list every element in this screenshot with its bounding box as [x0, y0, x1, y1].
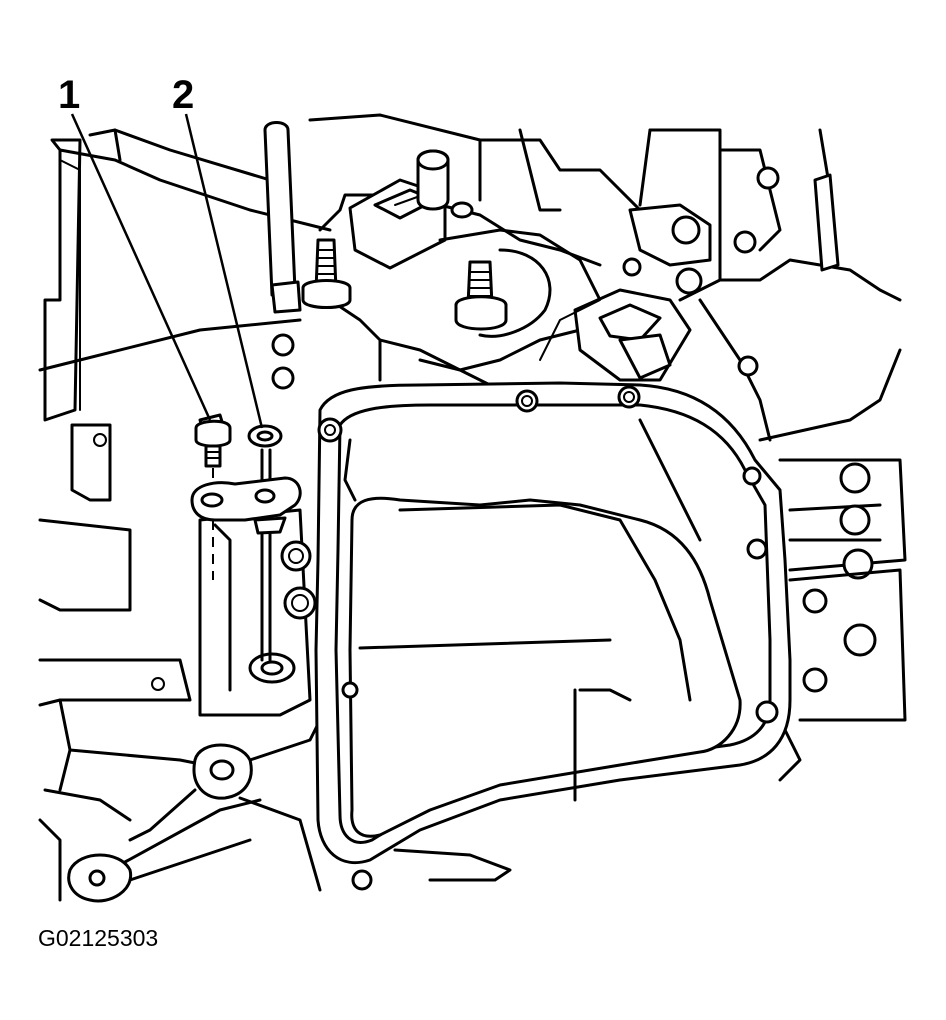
mounting-bracket — [190, 476, 302, 535]
callout-2-label: 2 — [172, 73, 194, 117]
callout-2-leader — [184, 113, 264, 429]
figure-id: G02125303 — [38, 925, 158, 951]
callout-1-label: 1 — [58, 73, 80, 117]
callout-1: 1 — [58, 73, 212, 421]
fastener-2-stud — [247, 424, 283, 662]
oil-pan — [314, 381, 792, 891]
engine-structure — [38, 113, 907, 903]
callout-1-leader — [70, 113, 212, 421]
fastener-1-bolt — [194, 413, 232, 580]
callout-2: 2 — [172, 73, 264, 429]
